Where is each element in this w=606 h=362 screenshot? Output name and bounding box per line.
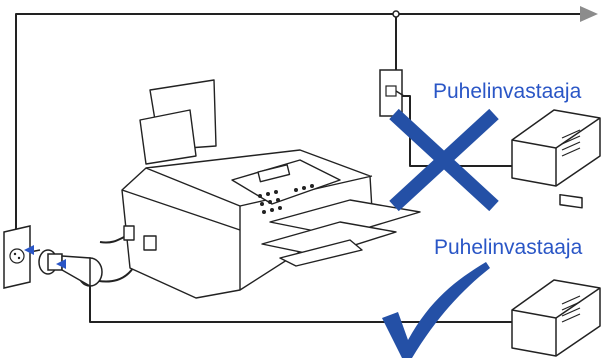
junction-dot xyxy=(392,10,400,18)
bottom-machine-line xyxy=(89,285,512,323)
arrow-right-icon xyxy=(580,6,598,22)
answering-machine-label-top: Puhelinvastaaja xyxy=(433,80,582,103)
wall-outlet-icon xyxy=(3,225,31,289)
plug-arrows xyxy=(24,245,66,269)
check-mark-icon xyxy=(382,262,490,358)
line-splitter-icon xyxy=(29,249,103,288)
wiring xyxy=(15,13,580,323)
answering-machine-label-bottom: Puhelinvastaaja xyxy=(434,236,583,259)
wall-jack-icon xyxy=(379,69,405,117)
answering-machine-icon xyxy=(511,279,601,357)
power-cord xyxy=(99,235,127,244)
top-phone-line xyxy=(15,13,580,238)
fax-machine-icon xyxy=(121,79,421,299)
answering-machine-icon xyxy=(511,109,601,209)
cross-mark-icon xyxy=(389,108,499,212)
